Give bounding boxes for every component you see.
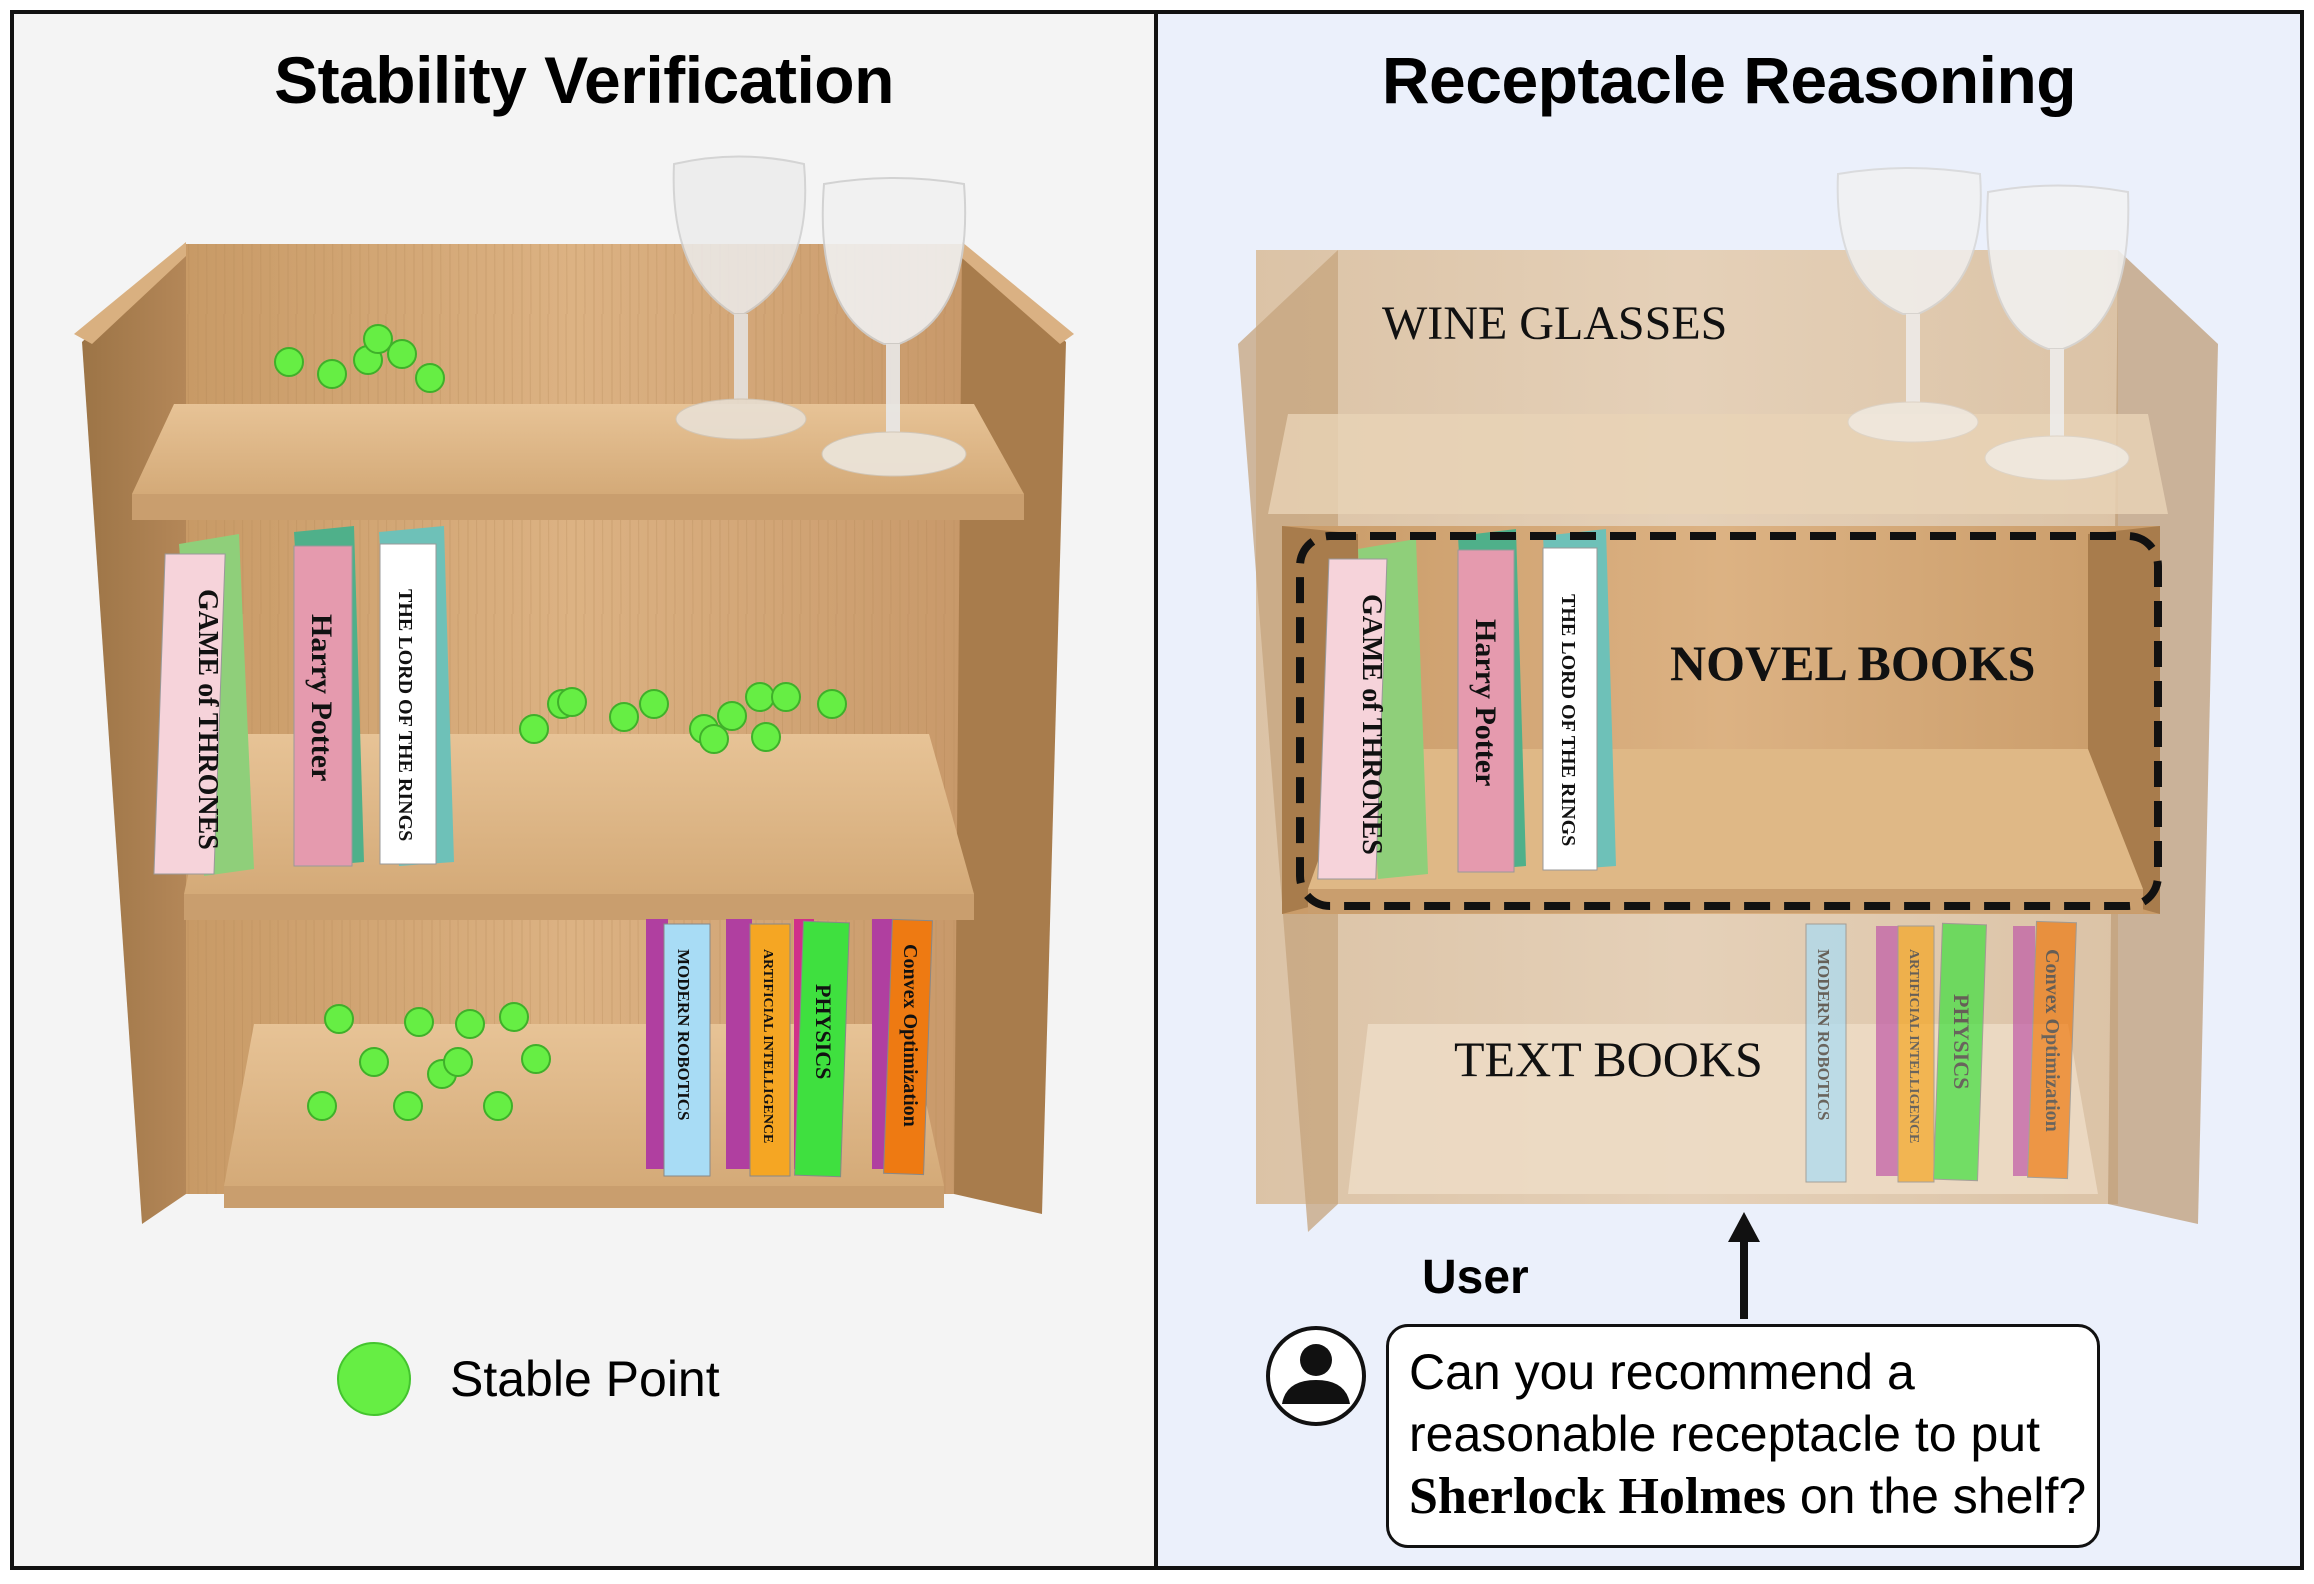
novel-book-1: GAME of THRONES bbox=[1317, 539, 1428, 880]
panel-title-stability: Stability Verification bbox=[274, 43, 894, 117]
wine-glass-icon bbox=[1836, 167, 1982, 443]
book-spine-label: GAME of THRONES bbox=[1356, 594, 1387, 855]
user-label: User bbox=[1422, 1251, 1529, 1304]
novel-book-2: Harry Potter bbox=[1457, 529, 1526, 873]
bookshelf-scene-right: GAME of THRONES Harry Potter THE LORD OF… bbox=[1238, 167, 2218, 1426]
textbook-1: MODERN ROBOTICS bbox=[1805, 923, 1847, 1183]
legend-marker bbox=[337, 1342, 411, 1416]
prompt-line-2: reasonable receptacle to put bbox=[1409, 1406, 2040, 1462]
wine-glass-icon bbox=[672, 155, 807, 440]
stable-points bbox=[274, 324, 847, 1121]
novel-book-3: THE LORD OF THE RINGS bbox=[1542, 529, 1616, 871]
book-spine-label: THE LORD OF THE RINGS bbox=[1557, 594, 1579, 846]
region-label-novel-books: NOVEL BOOKS bbox=[1670, 635, 2036, 691]
textbook-4: Convex Optimization bbox=[872, 918, 933, 1176]
prompt-line-3: Sherlock Holmes on the shelf? bbox=[1409, 1465, 2086, 1528]
receptacle-reasoning-panel: Receptacle Reasoning bbox=[1154, 10, 2304, 1570]
region-label-text-books: TEXT BOOKS bbox=[1454, 1031, 1763, 1087]
book-spine-label: Harry Potter bbox=[305, 614, 338, 781]
arrow-up-icon bbox=[1728, 1212, 1760, 1319]
book-spine-label: THE LORD OF THE RINGS bbox=[394, 589, 416, 841]
user-avatar-icon bbox=[1266, 1326, 1366, 1426]
bookshelf-scene-left: GAME of THRONES Harry Potter THE LORD OF… bbox=[74, 155, 1074, 1416]
prompt-line-1: Can you recommend a bbox=[1409, 1344, 1915, 1400]
wine-glass-icon bbox=[821, 177, 967, 477]
book-spine-label: GAME of THRONES bbox=[192, 589, 223, 850]
textbook-3: PHYSICS bbox=[1933, 922, 1987, 1182]
novel-book-2: Harry Potter bbox=[293, 526, 364, 867]
book-spine-label: MODERN ROBOTICS bbox=[674, 949, 693, 1120]
prompt-bold-title: Sherlock Holmes bbox=[1409, 1468, 1786, 1525]
wine-glass-icon bbox=[1984, 184, 2130, 481]
panel-title-receptacle: Receptacle Reasoning bbox=[1381, 43, 2077, 117]
textbook-3: PHYSICS bbox=[794, 919, 850, 1178]
novel-book-1: GAME of THRONES bbox=[153, 534, 254, 876]
novel-book-3: THE LORD OF THE RINGS bbox=[379, 526, 454, 866]
book-spine-label: PHYSICS bbox=[811, 984, 836, 1079]
highlight-box bbox=[1296, 532, 2162, 910]
user-prompt-bubble: Can you recommend a reasonable receptacl… bbox=[1386, 1324, 2100, 1548]
book-spine-label: Harry Potter bbox=[1469, 619, 1502, 786]
prompt-line-end: on the shelf? bbox=[1785, 1468, 2087, 1524]
book-spine-label: ARTIFICIAL INTELLIGENCE bbox=[1906, 949, 1921, 1143]
book-spine-label: Convex Optimization bbox=[899, 944, 921, 1127]
stability-verification-panel: Stability Verification bbox=[10, 10, 1158, 1570]
textbook-1: MODERN ROBOTICS bbox=[646, 919, 711, 1177]
book-spine-label: MODERN ROBOTICS bbox=[1814, 949, 1833, 1120]
textbook-2: ARTIFICIAL INTELLIGENCE bbox=[1876, 925, 1935, 1183]
book-spine-label: Convex Optimization bbox=[2041, 949, 2063, 1132]
textbook-4: Convex Optimization bbox=[2013, 920, 2077, 1180]
book-spine-label: PHYSICS bbox=[1949, 994, 1974, 1089]
textbook-2: ARTIFICIAL INTELLIGENCE bbox=[726, 919, 791, 1177]
legend-label: Stable Point bbox=[450, 1351, 720, 1407]
book-spine-label: ARTIFICIAL INTELLIGENCE bbox=[760, 949, 775, 1143]
region-label-wine-glasses: WINE GLASSES bbox=[1382, 297, 1728, 350]
